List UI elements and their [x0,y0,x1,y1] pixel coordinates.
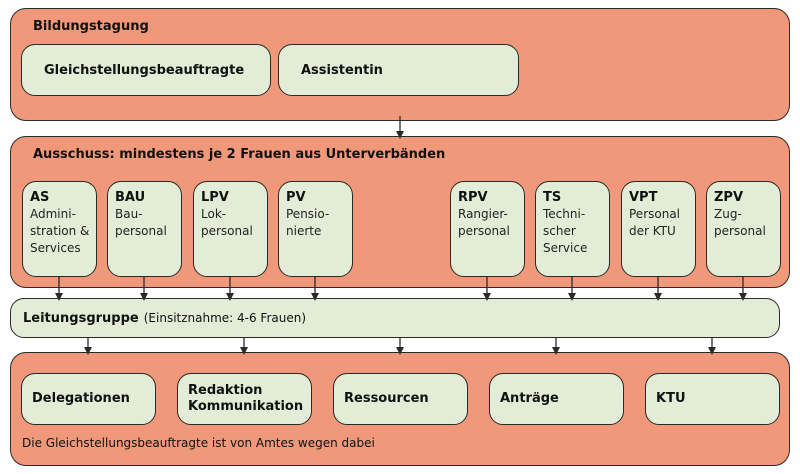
ktu-label: KTU [656,391,686,406]
unit-bau: BAU Bau- personal [107,181,182,277]
redaktion-kommunikation-box: Redaktion Kommunikation [177,373,312,425]
delegationen-label: Delegationen [32,391,130,406]
delegationen-box: Delegationen [21,373,156,425]
bereiche-panel: Delegationen Redaktion Kommunikation Res… [10,352,790,466]
leitungsgruppe-label: Leitungsgruppe [23,310,139,326]
bildungstagung-panel: Bildungstagung Gleichstellungsbeauftragt… [10,8,790,121]
unit-abbr: VPT [629,190,658,205]
unit-abbr: LPV [201,190,229,205]
unit-lpv: LPV Lok- personal [193,181,268,277]
unit-abbr: RPV [458,190,488,205]
unit-desc: Rangier- personal [458,207,510,238]
unit-abbr: AS [30,190,50,205]
unit-ts: TS Techni- scher Service [535,181,610,277]
unit-desc: Lok- personal [201,207,253,238]
redaktion-kommunikation-label: Redaktion Kommunikation [188,383,304,414]
unit-desc: Admini- stration & Services [30,207,90,255]
unit-desc: Pensio- nierte [286,207,330,238]
bereiche-note: Die Gleichstellungsbeauftragte ist von A… [22,436,375,450]
gleichstellungsbeauftragte-box: Gleichstellungsbeauftragte [21,44,271,96]
ausschuss-panel: Ausschuss: mindestens je 2 Frauen aus Un… [10,136,790,288]
ressourcen-label: Ressourcen [344,391,429,406]
ausschuss-title: Ausschuss: mindestens je 2 Frauen aus Un… [33,147,446,162]
unit-zpv: ZPV Zug- personal [706,181,781,277]
unit-desc: Techni- scher Service [543,207,588,255]
unit-desc: Personal der KTU [629,207,681,238]
unit-as: AS Admini- stration & Services [22,181,97,277]
antraege-label: Anträge [500,391,559,406]
unit-desc: Zug- personal [714,207,766,238]
leitungsgruppe-note: (Einsitznahme: 4-6 Frauen) [143,311,307,325]
unit-abbr: ZPV [714,190,744,205]
assistentin-label: Assistentin [301,62,383,78]
ressourcen-box: Ressourcen [333,373,468,425]
unit-rpv: RPV Rangier- personal [450,181,525,277]
unit-abbr: BAU [115,190,146,205]
unit-abbr: PV [286,190,306,205]
unit-pv: PV Pensio- nierte [278,181,353,277]
assistentin-box: Assistentin [278,44,519,96]
unit-vpt: VPT Personal der KTU [621,181,696,277]
antraege-box: Anträge [489,373,624,425]
unit-abbr: TS [543,190,562,205]
ktu-box: KTU [645,373,780,425]
unit-desc: Bau- personal [115,207,167,238]
leitungsgruppe-box: Leitungsgruppe (Einsitznahme: 4-6 Frauen… [10,298,780,338]
gleichstellungsbeauftragte-label: Gleichstellungsbeauftragte [44,62,245,78]
bildungstagung-title: Bildungstagung [33,19,149,34]
